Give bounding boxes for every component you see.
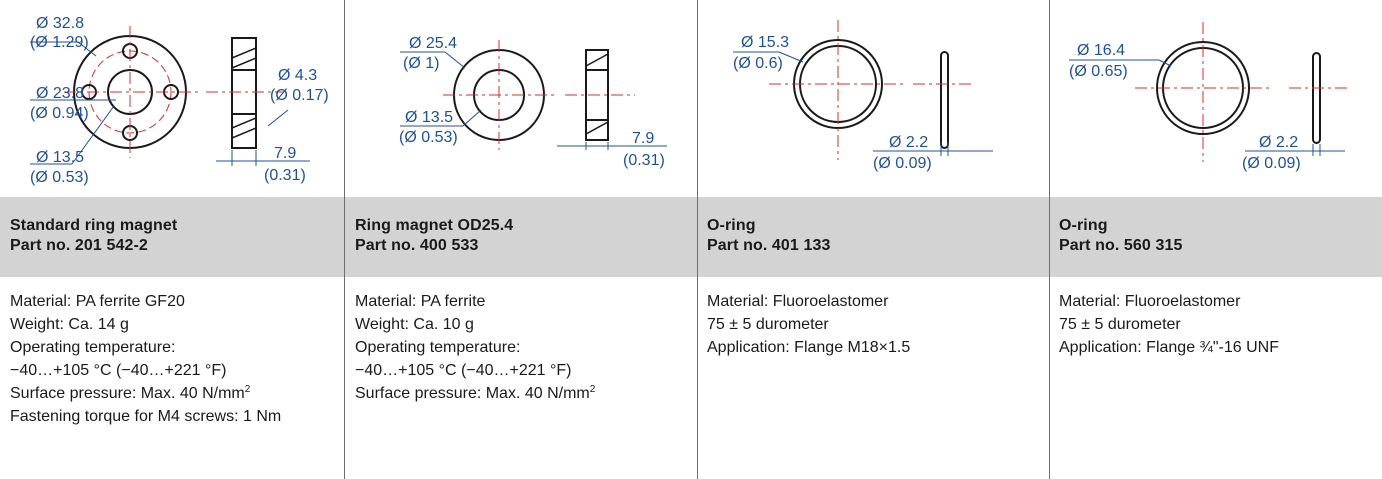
dim-od: Ø 32.8 bbox=[36, 15, 84, 32]
spec-weight: Weight: Ca. 14 g bbox=[10, 316, 129, 333]
id-leader-diag bbox=[71, 105, 115, 165]
spec-surface-pressure-text: Surface pressure: Max. 40 N/mm bbox=[355, 385, 590, 402]
column-divider bbox=[1049, 0, 1050, 479]
header-band bbox=[0, 197, 1382, 277]
od-leader-diag bbox=[444, 51, 466, 69]
part-title: O-ring bbox=[1059, 217, 1108, 234]
spec-surface-pressure: Surface pressure: Max. 40 N/mm2 bbox=[355, 382, 693, 405]
spec-material: Material: Fluoroelastomer bbox=[707, 293, 889, 310]
dim-thick: 7.9 bbox=[274, 145, 296, 162]
dim-id: Ø 13.5 bbox=[405, 109, 453, 126]
side-view-section bbox=[1312, 52, 1321, 144]
dim-hole: Ø 4.3 bbox=[278, 67, 317, 84]
part-column-o-ring-560315: Ø 16.4 (Ø 0.65) Ø 2.2 (Ø 0.09) O-ring Pa… bbox=[1049, 0, 1382, 479]
column-divider bbox=[697, 0, 698, 479]
spec-durometer: 75 ± 5 durometer bbox=[1059, 316, 1181, 333]
drawing-standard-ring-magnet: Ø 32.8 (Ø 1.29) Ø 23.8 (Ø 0.94) Ø 13.5 (… bbox=[0, 0, 345, 197]
dim-id: Ø 13.5 bbox=[36, 149, 84, 166]
part-header: Standard ring magnet Part no. 201 542-2 bbox=[10, 216, 339, 256]
drawing-o-ring-560315: Ø 16.4 (Ø 0.65) Ø 2.2 (Ø 0.09) bbox=[1049, 0, 1382, 197]
dim-od-in: (Ø 0.65) bbox=[1069, 63, 1128, 80]
part-specs: Material: PA ferrite GF20 Weight: Ca. 14… bbox=[10, 290, 341, 428]
spec-material: Material: PA ferrite GF20 bbox=[10, 293, 185, 310]
dim-cs-in: (Ø 0.09) bbox=[873, 155, 932, 172]
spec-surface-pressure-text: Surface pressure: Max. 40 N/mm bbox=[10, 385, 245, 402]
outer-circle bbox=[1156, 41, 1250, 135]
hatch-line bbox=[231, 47, 257, 59]
id-leader-diag bbox=[462, 109, 482, 127]
part-number: Part no. 401 133 bbox=[707, 237, 831, 254]
part-title: Standard ring magnet bbox=[10, 217, 178, 234]
part-specs: Material: PA ferrite Weight: Ca. 10 g Op… bbox=[355, 290, 693, 405]
part-header: O-ring Part no. 560 315 bbox=[1059, 216, 1376, 256]
spec-operating-temp-label: Operating temperature: bbox=[355, 339, 521, 356]
part-specs: Material: Fluoroelastomer 75 ± 5 duromet… bbox=[1059, 290, 1378, 359]
technical-drawing-svg: Ø 32.8 (Ø 1.29) Ø 23.8 (Ø 0.94) Ø 13.5 (… bbox=[30, 15, 329, 186]
spec-operating-temp-label: Operating temperature: bbox=[10, 339, 176, 356]
hatch-line bbox=[585, 121, 609, 135]
spec-weight: Weight: Ca. 10 g bbox=[355, 316, 474, 333]
dim-od-in: (Ø 1) bbox=[403, 55, 439, 72]
dim-od-in: (Ø 1.29) bbox=[30, 34, 89, 51]
part-header: Ring magnet OD25.4 Part no. 400 533 bbox=[355, 216, 691, 256]
drawing-ring-magnet-od25: Ø 25.4 (Ø 1) Ø 13.5 (Ø 0.53) 7.9 (0.31) bbox=[345, 0, 697, 197]
part-column-ring-magnet-od25: Ø 25.4 (Ø 1) Ø 13.5 (Ø 0.53) 7.9 (0.31) … bbox=[345, 0, 697, 479]
dim-od-in: (Ø 0.6) bbox=[733, 55, 783, 72]
part-column-o-ring-401133: Ø 15.3 (Ø 0.6) Ø 2.2 (Ø 0.09) O-ring Par… bbox=[697, 0, 1049, 479]
spec-material: Material: Fluoroelastomer bbox=[1059, 293, 1241, 310]
side-view-body bbox=[231, 37, 257, 149]
part-specs: Material: Fluoroelastomer 75 ± 5 duromet… bbox=[707, 290, 1045, 359]
part-column-standard-ring-magnet: Ø 32.8 (Ø 1.29) Ø 23.8 (Ø 0.94) Ø 13.5 (… bbox=[0, 0, 345, 479]
dim-od: Ø 15.3 bbox=[741, 34, 789, 51]
technical-drawing-svg: Ø 15.3 (Ø 0.6) Ø 2.2 (Ø 0.09) bbox=[733, 20, 993, 172]
part-number: Part no. 560 315 bbox=[1059, 237, 1183, 254]
dim-od: Ø 16.4 bbox=[1077, 42, 1125, 59]
spec-application: Application: Flange M18×1.5 bbox=[707, 339, 911, 356]
technical-drawing-svg: Ø 25.4 (Ø 1) Ø 13.5 (Ø 0.53) 7.9 (0.31) bbox=[399, 35, 667, 169]
side-view-body bbox=[585, 49, 609, 141]
dim-cs: Ø 2.2 bbox=[889, 134, 928, 151]
spec-surface-pressure: Surface pressure: Max. 40 N/mm2 bbox=[10, 382, 341, 405]
dim-thick-in: (0.31) bbox=[264, 167, 306, 184]
spec-fastening-torque: Fastening torque for M4 screws: 1 Nm bbox=[10, 408, 282, 425]
dim-thick: 7.9 bbox=[632, 130, 654, 147]
hatch-line bbox=[231, 57, 257, 69]
part-title: Ring magnet OD25.4 bbox=[355, 217, 514, 234]
hole-leader bbox=[267, 109, 289, 127]
dim-od: Ø 25.4 bbox=[409, 35, 457, 52]
part-number: Part no. 201 542-2 bbox=[10, 237, 148, 254]
hatch-line bbox=[231, 117, 257, 129]
hatch-line bbox=[585, 53, 609, 67]
part-number: Part no. 400 533 bbox=[355, 237, 479, 254]
dim-id-in: (Ø 0.53) bbox=[399, 129, 458, 146]
dim-cs-in: (Ø 0.09) bbox=[1242, 155, 1301, 172]
spec-operating-temp-range: −40…+105 °C (−40…+221 °F) bbox=[355, 362, 572, 379]
spec-material: Material: PA ferrite bbox=[355, 293, 486, 310]
part-title: O-ring bbox=[707, 217, 756, 234]
spec-operating-temp-range: −40…+105 °C (−40…+221 °F) bbox=[10, 362, 227, 379]
od-leader-diag bbox=[1158, 59, 1172, 67]
hatch-line bbox=[231, 127, 257, 139]
technical-drawing-svg: Ø 16.4 (Ø 0.65) Ø 2.2 (Ø 0.09) bbox=[1069, 22, 1349, 172]
drawing-o-ring-401133: Ø 15.3 (Ø 0.6) Ø 2.2 (Ø 0.09) bbox=[697, 0, 1049, 197]
part-header: O-ring Part no. 401 133 bbox=[707, 216, 1043, 256]
dim-id-in: (Ø 0.53) bbox=[30, 169, 89, 186]
dim-pcd: Ø 23.8 bbox=[36, 85, 84, 102]
dim-thick-in: (0.31) bbox=[623, 152, 665, 169]
dim-hole-in: (Ø 0.17) bbox=[270, 87, 329, 104]
spec-durometer: 75 ± 5 durometer bbox=[707, 316, 829, 333]
od-leader-diag bbox=[77, 41, 97, 57]
od-leader-diag bbox=[778, 51, 804, 63]
unit-superscript: 2 bbox=[589, 384, 596, 395]
dim-pcd-in: (Ø 0.94) bbox=[30, 105, 89, 122]
column-divider bbox=[344, 0, 345, 479]
side-view-section bbox=[940, 51, 949, 149]
dim-cs: Ø 2.2 bbox=[1259, 134, 1298, 151]
spec-application: Application: Flange ¾"-16 UNF bbox=[1059, 339, 1280, 356]
unit-superscript: 2 bbox=[244, 384, 251, 395]
